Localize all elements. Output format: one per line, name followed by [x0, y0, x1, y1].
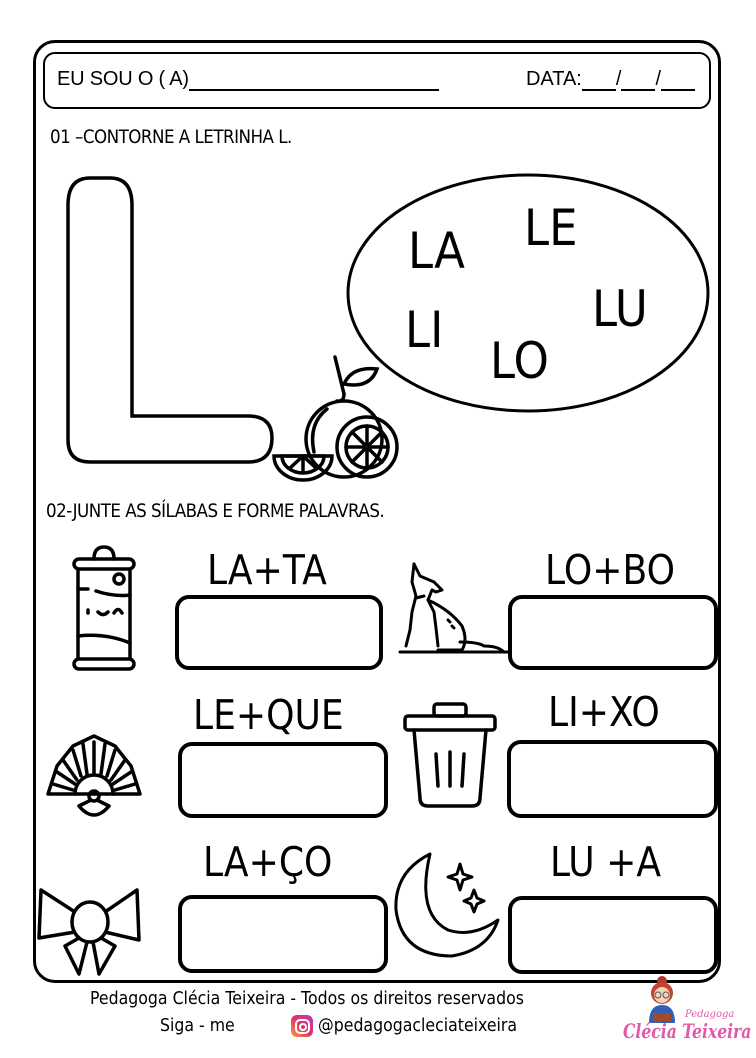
bow-ribbon-icon	[37, 888, 141, 976]
syllable-lo: LO	[490, 332, 549, 390]
date-month-blank[interactable]	[621, 71, 656, 91]
question-1-title: 01 –CONTORNE A LETRINHA L.	[50, 126, 292, 148]
student-header: EU SOU O ( A) DATA: / /	[43, 52, 711, 109]
trash-can-icon	[403, 702, 497, 808]
answer-box-lobo[interactable]	[508, 595, 718, 670]
syllable-ellipse	[346, 173, 710, 413]
syllable-li: LI	[405, 301, 444, 359]
teacher-avatar-icon	[649, 976, 675, 1023]
hand-fan-icon	[46, 734, 142, 817]
logo-name: Clécia Teixeira	[623, 1019, 752, 1043]
date-year-blank[interactable]	[661, 71, 695, 91]
word-label-lua: LU +A	[550, 838, 662, 886]
footer-follow-label: Siga - me	[160, 1016, 235, 1036]
outlined-letter-l[interactable]	[60, 170, 280, 470]
answer-box-lata[interactable]	[175, 595, 383, 670]
answer-box-laco[interactable]	[178, 895, 388, 973]
word-label-lobo: LO+BO	[545, 546, 675, 594]
brand-logo: Pedagoga Clécia Teixeira	[615, 975, 752, 1055]
name-label: EU SOU O ( A)	[57, 68, 189, 90]
syllable-la: LA	[408, 222, 465, 280]
date-label: DATA:	[525, 68, 582, 90]
word-label-lixo: LI+XO	[548, 688, 660, 736]
word-label-laco: LA+ÇO	[203, 838, 333, 886]
student-name-field[interactable]: EU SOU O ( A)	[57, 68, 439, 91]
word-label-leque: LE+QUE	[193, 691, 344, 739]
date-field[interactable]: DATA: / /	[526, 68, 695, 91]
name-blank-line[interactable]	[188, 71, 439, 91]
wolf-icon	[398, 562, 510, 654]
syllable-lu: LU	[592, 280, 648, 338]
instagram-icon[interactable]	[291, 1015, 313, 1037]
instagram-handle[interactable]: @pedagogacleciateixeira	[318, 1016, 518, 1036]
question-2-title: 02-JUNTE AS SÍLABAS E FORME PALAVRAS.	[46, 500, 385, 522]
date-day-blank[interactable]	[581, 71, 616, 91]
moon-stars-icon	[394, 852, 500, 958]
word-label-lata: LA+TA	[207, 546, 327, 594]
answer-box-lixo[interactable]	[507, 740, 718, 818]
worksheet-frame	[33, 40, 721, 983]
footer-copyright: Pedagoga Clécia Teixeira - Todos os dire…	[90, 989, 524, 1009]
logo-subtitle: Pedagoga	[685, 1009, 735, 1020]
orange-fruit-icon	[272, 355, 399, 482]
answer-box-leque[interactable]	[178, 742, 388, 818]
soda-can-icon	[72, 545, 136, 671]
answer-box-lua[interactable]	[508, 896, 718, 974]
date-separator: /	[655, 68, 661, 90]
syllable-le: LE	[524, 199, 578, 257]
date-separator: /	[615, 68, 622, 90]
